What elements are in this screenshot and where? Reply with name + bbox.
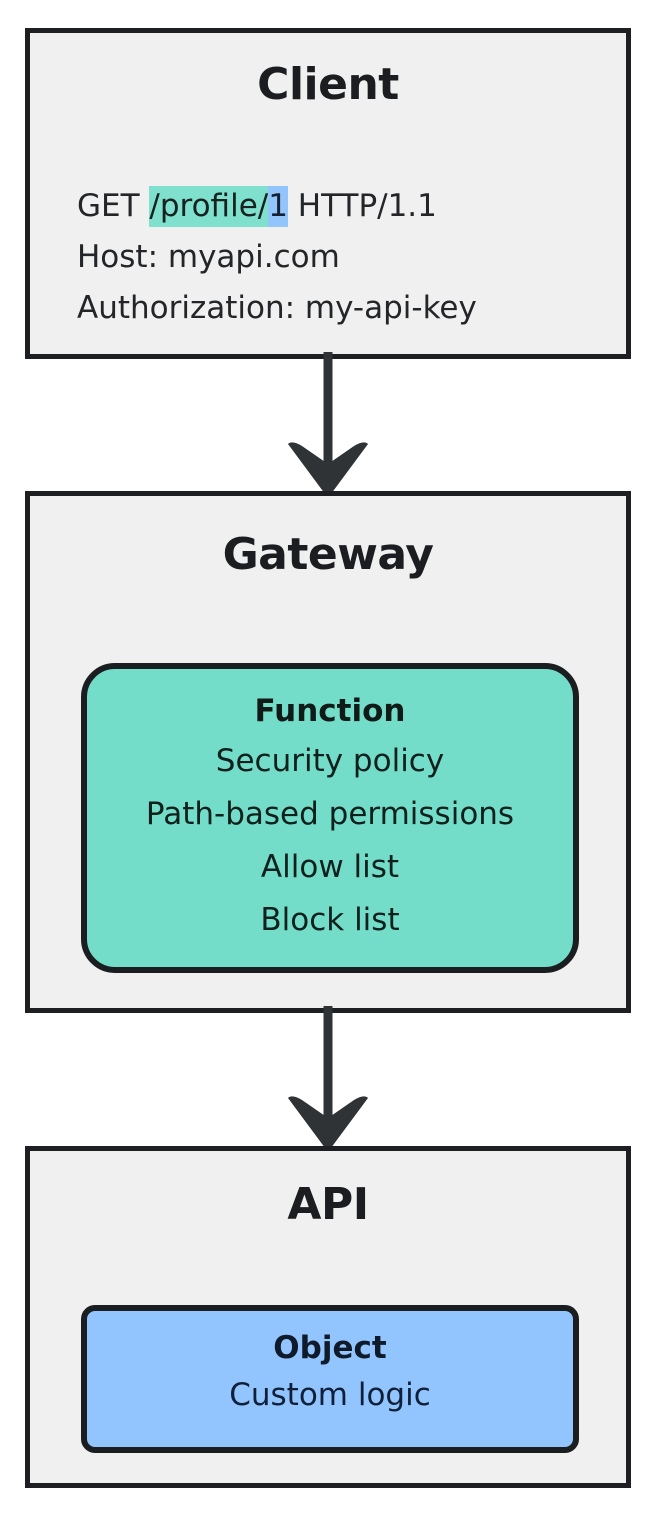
gateway-node: Gateway Function Security policy Path-ba… (25, 491, 631, 1013)
request-header-host: Host: myapi.com (77, 239, 340, 275)
http-protocol: HTTP/1.1 (287, 188, 437, 224)
request-id-highlight: 1 (268, 186, 288, 227)
object-line: Custom logic (229, 1377, 431, 1413)
api-node: API Object Custom logic (25, 1146, 631, 1488)
function-card: Function Security policy Path-based perm… (81, 663, 579, 973)
client-request-block: GET /profile/1 HTTP/1.1 Host: myapi.com … (77, 181, 606, 334)
gateway-title: Gateway (222, 529, 434, 580)
object-card: Object Custom logic (81, 1305, 579, 1453)
request-path-highlight: /profile/ (149, 186, 269, 227)
function-line: Security policy (215, 743, 445, 779)
client-title: Client (257, 59, 399, 110)
api-title: API (287, 1179, 369, 1230)
object-title: Object (273, 1330, 387, 1366)
function-line: Allow list (260, 849, 400, 885)
arrow-client-to-gateway (288, 352, 368, 498)
http-method: GET (77, 188, 150, 224)
function-title: Function (254, 693, 406, 729)
function-line: Block list (260, 902, 400, 938)
request-header-authorization: Authorization: my-api-key (77, 290, 477, 326)
function-line: Path-based permissions (145, 796, 515, 832)
arrow-gateway-to-api (288, 1006, 368, 1152)
function-line-list: Security policy Path-based permissions A… (87, 735, 573, 947)
client-node: Client GET /profile/1 HTTP/1.1 Host: mya… (25, 28, 631, 359)
request-line-start: GET /profile/1 HTTP/1.1 (77, 181, 606, 232)
